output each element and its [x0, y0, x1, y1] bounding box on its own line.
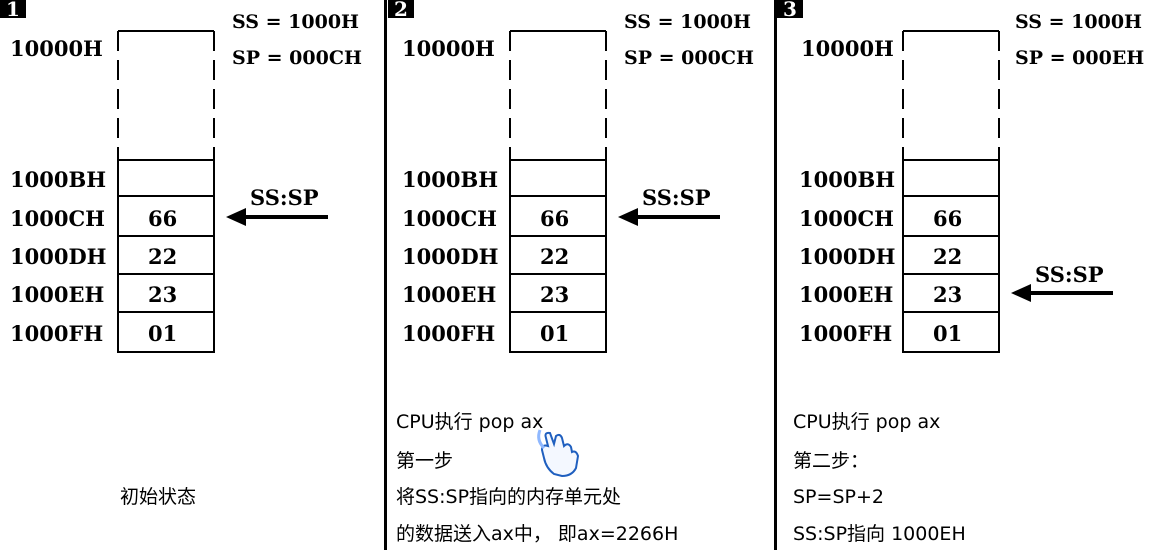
address-label: 1000FH [799, 321, 892, 346]
panel-3: 3 SS = 1000H SP = 000EH 10000H 1000BH 10… [777, 0, 1165, 550]
step-number-badge: 2 [388, 0, 414, 19]
caption-line: 初始状态 [120, 486, 196, 508]
cell-value: 66 [933, 206, 962, 231]
panel-divider [774, 0, 777, 550]
sp-register: SP = 000CH [624, 47, 754, 69]
address-label: 1000CH [10, 206, 105, 231]
cell-value: 01 [933, 321, 962, 346]
memory-top-frame [117, 30, 215, 160]
cell-value: 23 [933, 282, 962, 307]
cell-value: 23 [540, 282, 569, 307]
pointer-label: SS:SP [642, 185, 711, 210]
ss-register: SS = 1000H [624, 11, 751, 33]
address-label: 1000DH [799, 244, 896, 269]
top-address: 10000H [801, 36, 894, 61]
caption-line: 将SS:SP指向的内存单元处 [396, 486, 621, 508]
caption-line: CPU执行 pop ax [793, 411, 940, 433]
cell-value: 22 [933, 244, 962, 269]
cell-value: 01 [540, 321, 569, 346]
cell-value: 66 [540, 206, 569, 231]
address-label: 1000EH [402, 282, 496, 307]
panel-divider [384, 0, 387, 550]
cell-value: 23 [148, 282, 177, 307]
caption-line: SS:SP指向 1000EH [793, 523, 966, 545]
ss-register: SS = 1000H [1015, 11, 1142, 33]
cell-value: 22 [148, 244, 177, 269]
pointer-arrow-icon [618, 208, 720, 226]
step-number-badge: 3 [777, 0, 803, 19]
address-label: 1000FH [402, 321, 495, 346]
address-label: 1000BH [799, 167, 895, 192]
caption-line: 第一步 [396, 450, 453, 472]
address-label: 1000EH [10, 282, 104, 307]
step-number-badge: 1 [0, 0, 26, 19]
memory-cells [509, 159, 607, 353]
memory-top-frame [509, 30, 607, 160]
address-label: 1000EH [799, 282, 893, 307]
sp-register: SP = 000EH [1015, 47, 1144, 69]
caption-line: CPU执行 pop ax [396, 411, 543, 433]
panel-2: 2 SS = 1000H SP = 000CH 10000H 1000BH 10… [388, 0, 776, 550]
caption-line: 第二步： [793, 450, 869, 472]
memory-top-frame [902, 30, 1000, 160]
cell-value: 22 [540, 244, 569, 269]
address-label: 1000BH [10, 167, 106, 192]
address-label: 1000DH [10, 244, 107, 269]
cell-value: 01 [148, 321, 177, 346]
caption-line: 的数据送入ax中， 即ax=2266H [396, 523, 678, 545]
address-label: 1000BH [402, 167, 498, 192]
caption-line: SP=SP+2 [793, 486, 884, 508]
ss-register: SS = 1000H [232, 11, 359, 33]
cell-value: 66 [148, 206, 177, 231]
memory-cells [117, 159, 215, 353]
pointer-label: SS:SP [250, 185, 319, 210]
memory-cells [902, 159, 1000, 353]
top-address: 10000H [10, 36, 103, 61]
hand-pointer-icon [537, 429, 580, 478]
address-label: 1000CH [402, 206, 497, 231]
pointer-arrow-icon [226, 208, 328, 226]
address-label: 1000CH [799, 206, 894, 231]
pointer-arrow-icon [1011, 284, 1113, 302]
top-address: 10000H [402, 36, 495, 61]
address-label: 1000DH [402, 244, 499, 269]
panel-1: 1 SS = 1000H SP = 000CH 10000H 1000BH 10… [0, 0, 388, 550]
sp-register: SP = 000CH [232, 47, 362, 69]
stack-diagram-2: SS = 1000H SP = 000CH 10000H 1000BH 1000… [396, 11, 754, 545]
stack-diagram-3: SS = 1000H SP = 000EH 10000H 1000BH 1000… [793, 11, 1144, 545]
stack-diagram-1: SS = 1000H SP = 000CH 10000H 1000BH 1000… [10, 11, 362, 508]
pointer-label: SS:SP [1035, 262, 1104, 287]
address-label: 1000FH [10, 321, 103, 346]
